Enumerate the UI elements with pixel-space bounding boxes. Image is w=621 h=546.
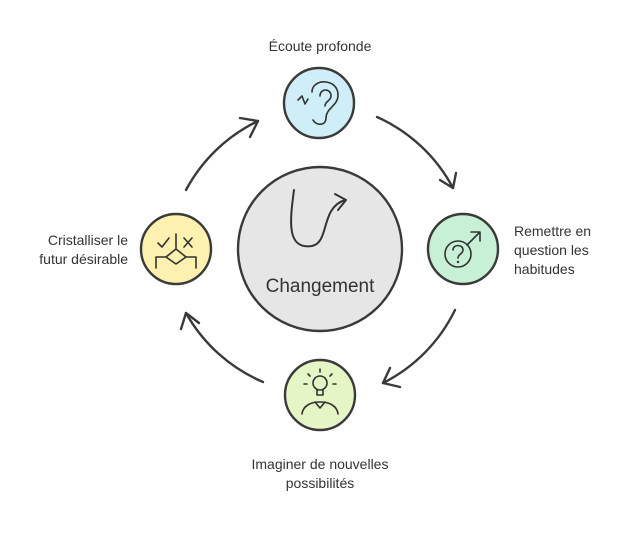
arrow-top-to-right — [375, 115, 458, 190]
change-path-icon — [290, 189, 347, 248]
arrow-left-to-top — [184, 116, 260, 192]
node-top-circle — [282, 66, 356, 140]
arrow-right-to-bottom — [381, 308, 457, 389]
arrow-bottom-to-left — [179, 311, 265, 384]
node-bottom — [283, 358, 357, 432]
node-left — [139, 212, 213, 286]
center-circle — [236, 165, 404, 333]
node-left-label: Cristalliser le futur désirable — [39, 232, 128, 267]
lightbulb-person-icon — [301, 368, 339, 415]
center-label: Changement — [266, 276, 376, 297]
center-node: Changement — [236, 165, 404, 333]
question-male-icon — [444, 231, 481, 268]
ear-icon — [297, 81, 339, 126]
node-right-label: Remettre en question les habitudes — [514, 223, 592, 277]
check-cross-diamond-icon — [155, 233, 197, 269]
node-top — [282, 66, 356, 140]
node-right — [426, 212, 500, 286]
node-top-label: Écoute profonde — [268, 38, 372, 54]
node-bottom-label: Imaginer de nouvelles possibilités — [251, 456, 389, 491]
cycle-arrows — [179, 115, 458, 389]
